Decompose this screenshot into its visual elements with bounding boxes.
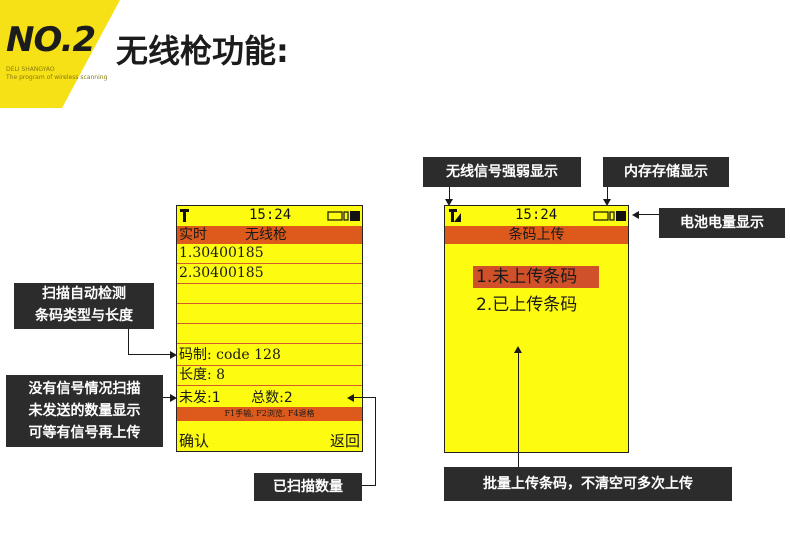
connector-line xyxy=(375,397,376,485)
screen-title: 无线枪 xyxy=(245,227,287,243)
screen-header: 条码上传 xyxy=(445,226,628,244)
memory-battery-icon xyxy=(593,211,626,221)
callout-line-2: 未发送的数量显示 xyxy=(28,403,141,419)
callout-scanned-count: 已扫描数量 xyxy=(254,473,362,501)
confirm-softkey[interactable]: 确认 xyxy=(179,432,210,450)
section-subtitle: DELI SHANGYAO The program of wireless sc… xyxy=(6,66,107,82)
empty-row xyxy=(177,284,362,304)
connector-line xyxy=(607,187,608,200)
clock: 15:24 xyxy=(249,207,292,223)
clock: 15:24 xyxy=(515,207,558,223)
callout-line-2: 条码类型与长度 xyxy=(35,308,133,324)
section-badge: NO.2 xyxy=(6,20,96,60)
connector-line xyxy=(128,329,129,355)
screen-header: 实时 无线枪 xyxy=(177,226,362,244)
callout-line-1: 没有信号情况扫描 xyxy=(28,381,141,397)
connector-line xyxy=(638,214,659,215)
arrow-up-icon xyxy=(514,346,522,353)
menu-item-unuploaded[interactable]: 1.未上传条码 xyxy=(473,266,599,288)
arrow-down-icon xyxy=(603,199,611,206)
callout-batch-upload: 批量上传条码，不清空可多次上传 xyxy=(444,467,732,501)
callout-auto-detect: 扫描自动检测 条码类型与长度 xyxy=(14,283,154,329)
mode-label: 实时 xyxy=(179,227,207,243)
callout-memory-display: 内存存储显示 xyxy=(603,157,729,187)
unsent-value: 1 xyxy=(211,390,221,406)
code-type-row: 码制: code 128 xyxy=(177,346,362,366)
upload-screen: 15:24 条码上传 1.未上传条码 2.已上传条码 xyxy=(444,205,629,453)
callout-signal-strength: 无线信号强弱显示 xyxy=(423,157,581,187)
menu-item-uploaded[interactable]: 2.已上传条码 xyxy=(476,295,578,315)
arrow-right-icon xyxy=(170,394,177,402)
subtitle-line-2: The program of wireless scanning xyxy=(6,74,108,81)
empty-row xyxy=(177,324,362,344)
arrow-left-icon xyxy=(632,211,639,219)
total-value: 2 xyxy=(283,390,293,406)
subtitle-line-1: DELI SHANGYAO xyxy=(6,66,55,73)
connector-line xyxy=(128,354,170,355)
status-bar: 15:24 xyxy=(177,206,362,226)
connector-line xyxy=(353,397,375,398)
callout-line-3: 可等有信号再上传 xyxy=(28,425,141,441)
signal-strength-icon xyxy=(449,209,461,222)
callout-line-1: 扫描自动检测 xyxy=(42,286,126,302)
connector-line xyxy=(362,485,376,486)
empty-row xyxy=(177,304,362,324)
connector-line xyxy=(449,187,450,200)
length-row: 长度: 8 xyxy=(177,366,362,386)
list-item: 1.30400185 xyxy=(177,244,362,264)
callout-no-signal: 没有信号情况扫描 未发送的数量显示 可等有信号再上传 xyxy=(6,375,163,447)
list-item: 2.30400185 xyxy=(177,264,362,284)
antenna-icon xyxy=(180,209,189,222)
unsent-label: 未发: xyxy=(179,390,212,406)
total-label: 总数: xyxy=(251,390,284,406)
arrow-down-icon xyxy=(445,199,453,206)
count-row: 未发:1 总数:2 xyxy=(179,387,293,407)
function-key-bar: F1手输, F2浏览, F4退格 xyxy=(177,407,362,421)
callout-battery-display: 电池电量显示 xyxy=(659,208,785,238)
connector-line xyxy=(163,397,170,398)
scanner-screen: 15:24 实时 无线枪 1.30400185 2.30400185 码制: c… xyxy=(176,205,363,452)
memory-battery-icon xyxy=(327,211,360,221)
page-title: 无线枪功能: xyxy=(116,32,289,70)
arrow-right-icon xyxy=(170,351,177,359)
arrow-left-icon xyxy=(347,394,354,402)
status-bar: 15:24 xyxy=(445,206,628,226)
connector-line xyxy=(518,352,519,467)
back-softkey[interactable]: 返回 xyxy=(329,432,360,450)
